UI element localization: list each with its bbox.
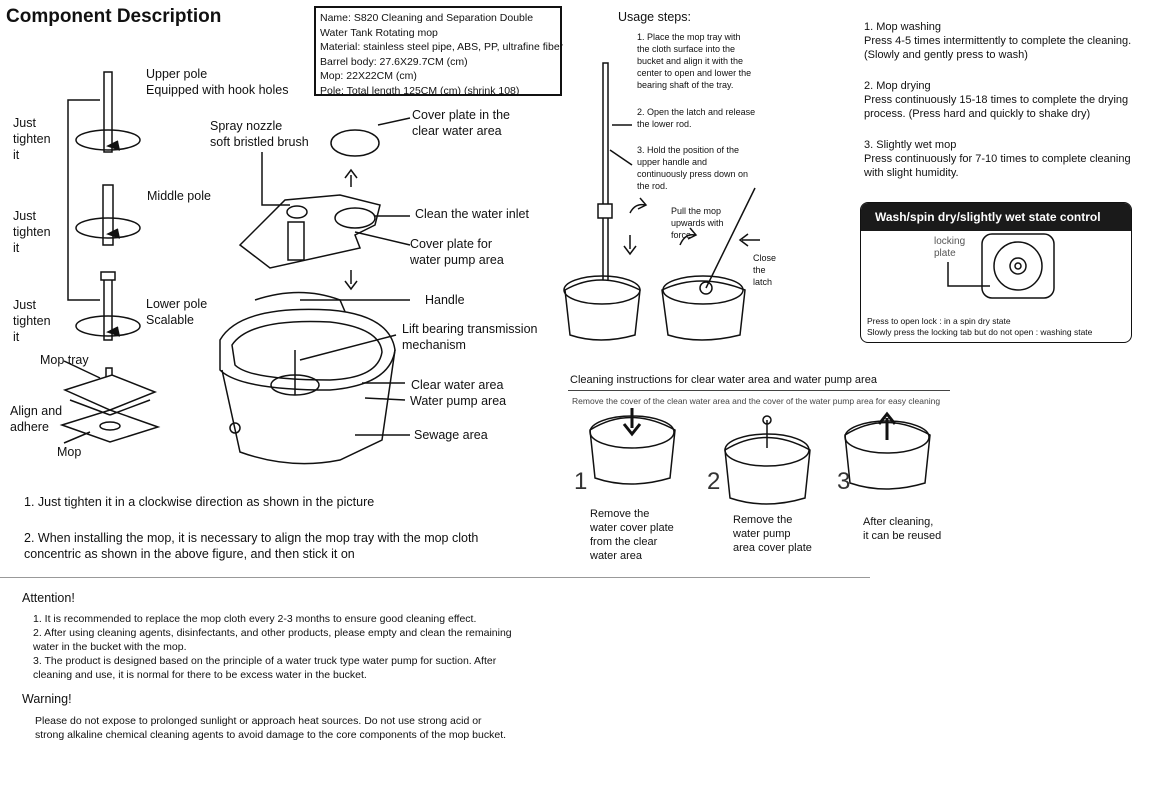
label-just-tighten-3: Just tighten it	[13, 298, 51, 344]
usage-pull: Pull the mop upwards with force	[671, 206, 724, 240]
note-2: 2. When installing the mop, it is necess…	[24, 531, 479, 561]
spec-box: Name: S820 Cleaning and Separation Doubl…	[314, 6, 564, 97]
label-cover-clear: Cover plate in the clear water area	[412, 108, 510, 138]
label-sewage-area: Sewage area	[414, 428, 488, 442]
cleaning-bucket-1	[589, 408, 676, 485]
cleaning-bucket-3	[844, 411, 931, 490]
cover-plate-icon	[330, 129, 380, 157]
label-upper-pole: Upper pole Equipped with hook holes	[146, 67, 289, 97]
label-clean-inlet: Clean the water inlet	[415, 207, 529, 221]
attention-line-3: 3. The product is designed based on the …	[33, 655, 497, 681]
label-mop-tray: Mop tray	[40, 353, 89, 367]
usage-step-bucket-1	[563, 62, 641, 341]
spec-material: Material: stainless steel pipe, ABS, PP,…	[320, 41, 564, 53]
spec-mop: Mop: 22X22CM (cm)	[320, 70, 417, 82]
label-handle: Handle	[425, 293, 465, 307]
label-align-adhere: Align and adhere	[10, 404, 63, 434]
cleaning-divider	[568, 390, 950, 391]
cleaning-num-1: 1	[574, 468, 588, 495]
pump-tray-icon	[238, 194, 381, 269]
cleaning-caption-1: Remove the water cover plate from the cl…	[590, 508, 674, 562]
attention-line-1: 1. It is recommended to replace the mop …	[33, 613, 477, 625]
usage-title: Usage steps:	[618, 10, 691, 24]
label-spray-nozzle: Spray nozzle soft bristled brush	[210, 119, 309, 149]
cleaning-num-2: 2	[707, 468, 721, 495]
label-clear-water-area: Clear water area	[411, 378, 504, 392]
label-water-pump-area: Water pump area	[410, 394, 507, 408]
label-lift-bearing: Lift bearing transmission mechanism	[402, 322, 538, 352]
label-cover-pump: Cover plate for water pump area	[410, 237, 504, 267]
state-line-2: Slowly press the locking tab but do not …	[867, 327, 1093, 337]
usage-close: Close the latch	[753, 253, 777, 287]
cleaning-num-3: 3	[837, 468, 851, 495]
spec-barrel: Barrel body: 27.6X29.7CM (cm)	[320, 55, 468, 68]
attention-line-2: 2. After using cleaning agents, disinfec…	[33, 627, 512, 653]
cleaning-caption-3: After cleaning, it can be reused	[863, 516, 942, 542]
usage-step-bucket-2	[661, 187, 756, 341]
usage-step-1: 1. Place the mop tray with the cloth sur…	[637, 32, 752, 90]
state-control-title: Wash/spin dry/slightly wet state control	[861, 203, 1131, 231]
section-divider	[0, 577, 870, 578]
spec-name: Name: S820 Cleaning and Separation Doubl…	[320, 12, 534, 39]
note-1: 1. Just tighten it in a clockwise direct…	[24, 495, 375, 509]
locking-plate-label: locking plate	[934, 236, 966, 259]
label-lower-pole: Lower pole Scalable	[146, 297, 208, 327]
state-control-box: Wash/spin dry/slightly wet state control	[860, 202, 1132, 343]
page-title: Component Description	[6, 6, 222, 27]
mode-wet: 3. Slightly wet mop Press continuously f…	[864, 139, 1131, 179]
usage-step-2: 2. Open the latch and release the lower …	[637, 107, 756, 129]
label-just-tighten-2: Just tighten it	[13, 209, 51, 255]
mop-tray-icon	[59, 367, 161, 443]
cleaning-caption-2: Remove the water pump area cover plate	[733, 514, 812, 554]
usage-step-3: 3. Hold the position of the upper handle…	[637, 145, 749, 191]
label-mop: Mop	[57, 445, 82, 459]
label-just-tighten-1: Just tighten it	[13, 116, 51, 162]
state-line-1: Press to open lock : in a spin dry state	[867, 316, 1011, 326]
bucket-icon	[219, 291, 396, 465]
upper-pole-icon	[75, 71, 141, 153]
attention-title: Attention!	[22, 591, 75, 605]
warning-text: Please do not expose to prolonged sunlig…	[35, 715, 507, 741]
lower-pole-icon	[75, 271, 141, 341]
warning-title: Warning!	[22, 692, 72, 706]
label-middle-pole: Middle pole	[147, 189, 211, 203]
cleaning-bucket-2	[724, 415, 811, 505]
cleaning-subtitle: Remove the cover of the clean water area…	[572, 396, 941, 406]
mode-washing: 1. Mop washing Press 4-5 times intermitt…	[864, 21, 1132, 61]
mode-drying: 2. Mop drying Press continuously 15-18 t…	[864, 80, 1129, 120]
spec-pole: Pole: Total length 125CM (cm) (shrink 10…	[320, 84, 520, 97]
cleaning-title: Cleaning instructions for clear water ar…	[570, 374, 877, 386]
middle-pole-icon	[75, 184, 141, 246]
